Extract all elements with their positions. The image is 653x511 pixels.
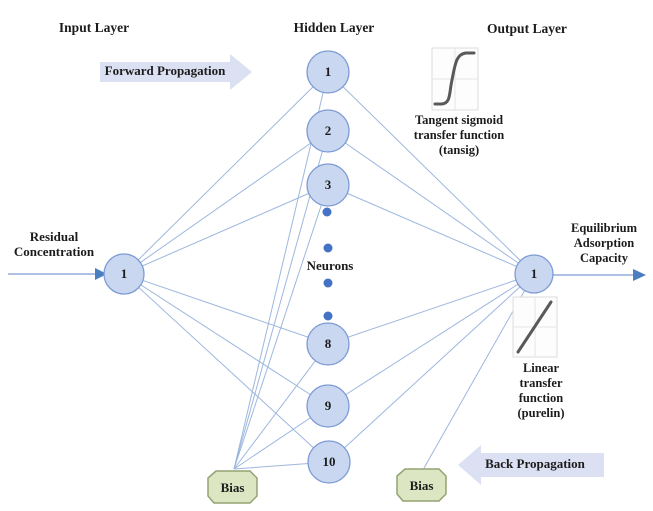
hidden-neuron-8-label: 8: [324, 336, 332, 351]
bias-hidden-box: [207, 470, 258, 504]
bias-output-label: Bias: [409, 478, 434, 493]
hidden-neuron-3-label: 3: [324, 177, 332, 192]
hidden-neuron-3-circle: [306, 163, 350, 207]
output-signal-arrow: [553, 269, 646, 281]
tansig-line-3: (tansig): [438, 143, 480, 157]
tansig-line-2: transfer function: [413, 128, 505, 142]
output-neuron-label: 1: [530, 266, 538, 281]
back-propagation-arrow-shape: [458, 445, 604, 485]
purelin-line-2: transfer: [519, 376, 563, 390]
input-signal-label: Residual Concentration: [2, 229, 106, 259]
input-layer-heading: Input Layer: [58, 20, 130, 35]
input-to-hidden-connections: [123, 71, 330, 463]
input-signal-line-1: Residual: [29, 229, 79, 244]
hidden-neuron-10-label: 10: [322, 454, 336, 469]
purelin-label: Linear transfer function (purelin): [495, 361, 587, 421]
hidden-neuron-8-circle: [306, 322, 350, 366]
output-signal-line-1: Equilibrium: [571, 221, 637, 235]
hidden-neuron-9-circle: [306, 384, 350, 428]
input-signal-line-2: Concentration: [13, 244, 95, 259]
output-layer-heading: Output Layer: [487, 21, 567, 36]
linear-line-icon: [512, 296, 558, 358]
hidden-neuron-2-label: 2: [324, 123, 332, 138]
purelin-line-1: Linear: [522, 361, 560, 375]
input-neuron-circle: [103, 253, 145, 295]
output-signal-label: Equilibrium Adsorption Capacity: [556, 221, 652, 266]
hidden-neuron-10-circle: [307, 440, 351, 484]
back-propagation-label: Back Propagation: [485, 456, 585, 471]
hidden-neuron-9-label: 9: [324, 398, 332, 413]
hidden-to-output-connections: [327, 71, 535, 463]
sigmoid-curve-icon: [431, 47, 479, 111]
tansig-line-1: Tangent sigmoid: [414, 113, 504, 127]
forward-propagation-arrow-shape: [100, 54, 252, 90]
output-signal-line-2: Adsorption: [573, 236, 635, 250]
forward-propagation-label: Forward Propagation: [104, 63, 226, 78]
input-signal-arrow: [8, 268, 107, 280]
hidden-layer-ellipsis-dots: [322, 207, 333, 321]
input-neuron-label: 1: [120, 266, 128, 281]
hidden-neuron-1-label: 1: [324, 64, 332, 79]
hidden-neuron-circles: [306, 50, 351, 484]
tansig-label: Tangent sigmoid transfer function (tansi…: [405, 113, 513, 158]
hidden-neuron-1-circle: [306, 50, 350, 94]
bias-hidden-label: Bias: [220, 480, 245, 495]
output-signal-line-3: Capacity: [580, 251, 628, 265]
bias-output-box: [396, 468, 447, 502]
purelin-line-4: (purelin): [517, 406, 565, 420]
hidden-layer-heading: Hidden Layer: [293, 20, 375, 35]
hidden-neuron-2-circle: [306, 109, 350, 153]
purelin-line-3: function: [518, 391, 564, 405]
neurons-label: Neurons: [306, 258, 354, 273]
output-neuron-circle: [514, 254, 554, 294]
